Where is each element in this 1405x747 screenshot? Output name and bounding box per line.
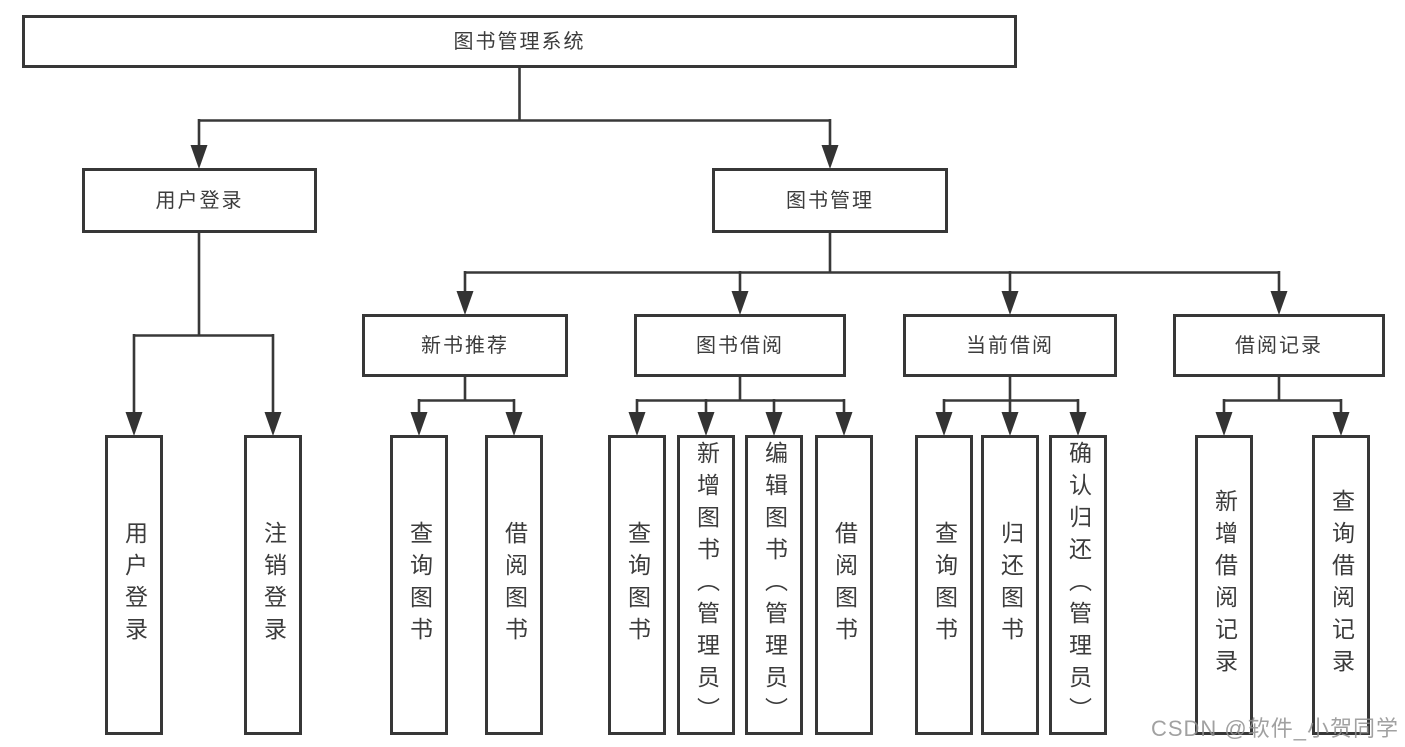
node-leaf-logout: 注销登录 [244, 435, 302, 735]
arrow-down-icon [835, 412, 853, 436]
node-book-management: 图书管理 [712, 168, 948, 233]
node-library-management-system: 图书管理系统 [22, 15, 1017, 68]
arrow-down-icon [190, 145, 208, 169]
arrow-down-icon [264, 412, 282, 436]
node-leaf-query-books-1: 查询图书 [390, 435, 448, 735]
arrow-down-icon [821, 145, 839, 169]
node-current-borrowing: 当前借阅 [903, 314, 1117, 377]
arrow-down-icon [1270, 291, 1288, 315]
arrow-down-icon [628, 412, 646, 436]
arrow-down-icon [505, 412, 523, 436]
arrow-down-icon [1215, 412, 1233, 436]
arrow-down-icon [935, 412, 953, 436]
node-leaf-add-borrow-record: 新增借阅记录 [1195, 435, 1253, 735]
watermark: CSDN @软件_小贺同学 [1150, 716, 1399, 741]
arrow-down-icon [456, 291, 474, 315]
node-user-login: 用户登录 [82, 168, 317, 233]
connector-book-borrowing-to-leaves [628, 375, 853, 436]
arrow-down-icon [410, 412, 428, 436]
node-leaf-confirm-return-admin: 确认归还（管理员） [1049, 435, 1107, 735]
connector-borrowing-records-to-leaves [1215, 375, 1350, 436]
node-leaf-borrow-books-2: 借阅图书 [815, 435, 873, 735]
node-book-borrowing: 图书借阅 [634, 314, 846, 377]
node-leaf-query-borrow-record: 查询借阅记录 [1312, 435, 1370, 735]
arrow-down-icon [765, 412, 783, 436]
node-leaf-return-books: 归还图书 [981, 435, 1039, 735]
arrow-down-icon [1001, 291, 1019, 315]
connector-user-login-to-leaves [125, 231, 282, 436]
node-borrowing-records: 借阅记录 [1173, 314, 1385, 377]
connector-new-book-recommendation-to-leaves [410, 375, 523, 436]
connector-root-to-level2 [190, 66, 839, 169]
connector-book-management-to-level3 [456, 231, 1288, 315]
node-new-book-recommendation: 新书推荐 [362, 314, 568, 377]
node-leaf-borrow-books-1: 借阅图书 [485, 435, 543, 735]
arrow-down-icon [731, 291, 749, 315]
arrow-down-icon [1001, 412, 1019, 436]
node-leaf-query-books-2: 查询图书 [608, 435, 666, 735]
arrow-down-icon [1332, 412, 1350, 436]
arrow-down-icon [1069, 412, 1087, 436]
node-leaf-add-books-admin: 新增图书（管理员） [677, 435, 735, 735]
connector-current-borrowing-to-leaves [935, 375, 1087, 436]
node-leaf-query-books-3: 查询图书 [915, 435, 973, 735]
arrow-down-icon [125, 412, 143, 436]
node-leaf-edit-books-admin: 编辑图书（管理员） [745, 435, 803, 735]
arrow-down-icon [697, 412, 715, 436]
node-leaf-user-login: 用户登录 [105, 435, 163, 735]
